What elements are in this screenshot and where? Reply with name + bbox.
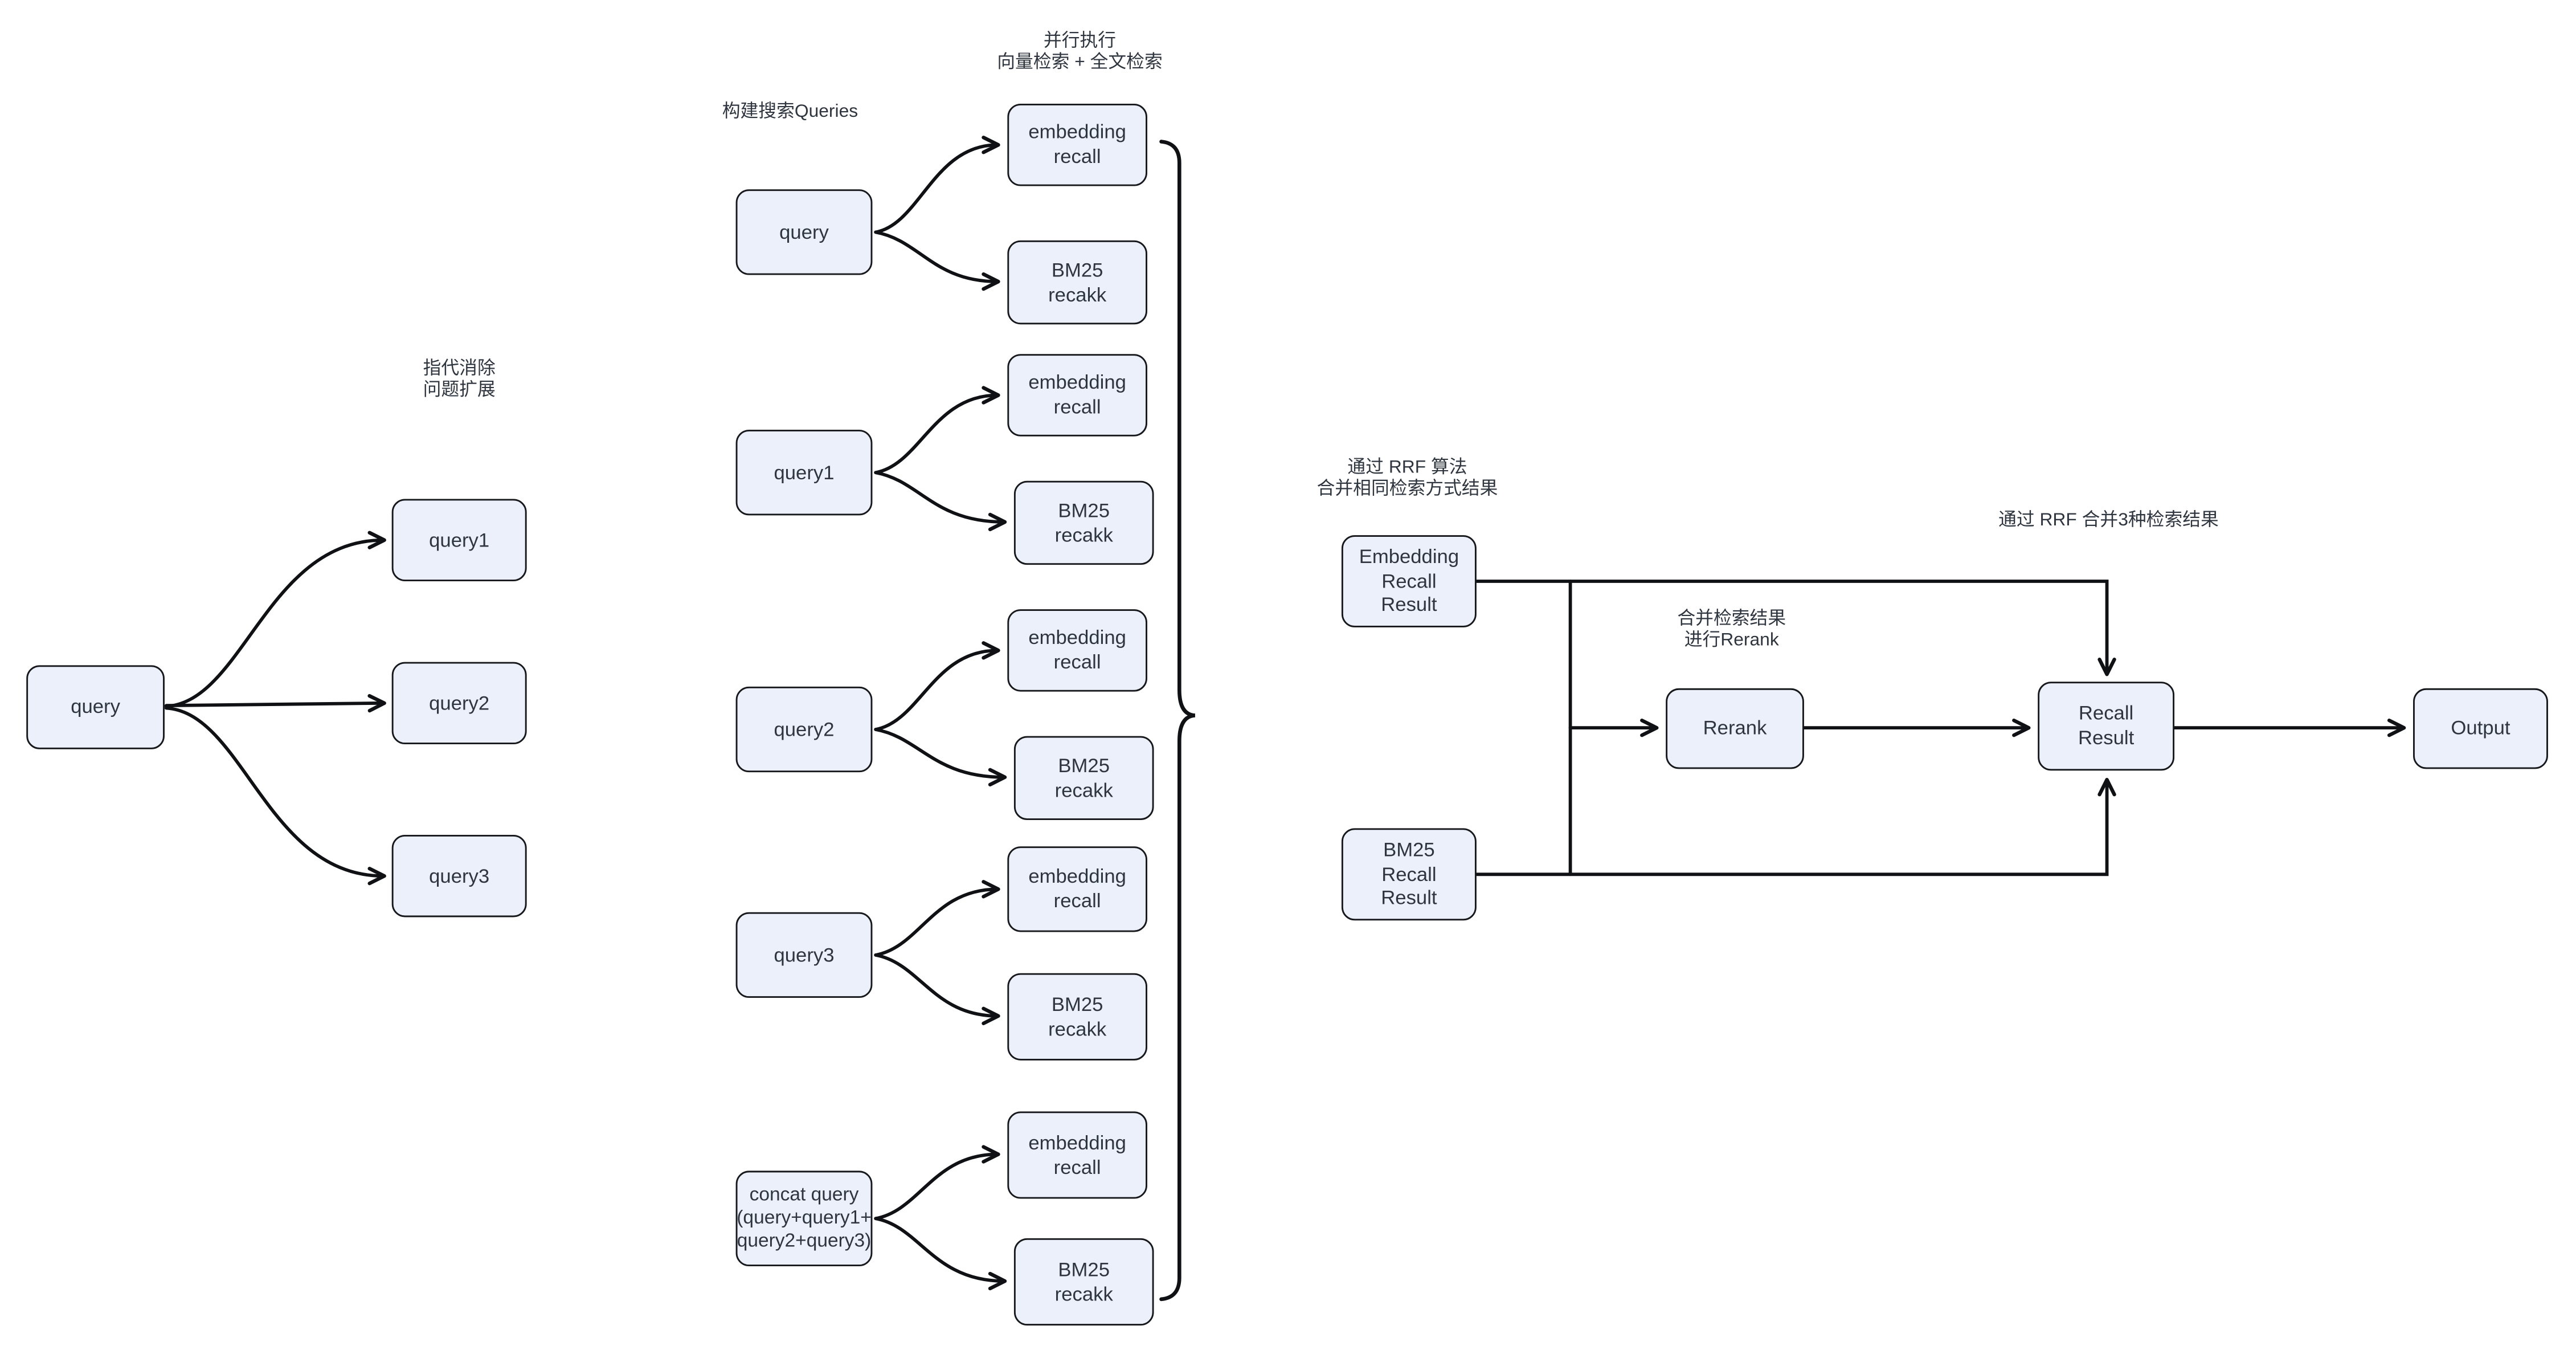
edge-mq1-to-bm2 xyxy=(874,471,1007,532)
node-bm25-recakk-2: BM25 recakk xyxy=(1013,480,1154,565)
edge-query-to-query3 xyxy=(164,706,386,886)
edge-mq2-to-bm3 xyxy=(874,728,1007,787)
node-query3: query3 xyxy=(391,834,527,917)
node-query: query xyxy=(26,665,165,749)
label-rrf-merge3: 通过 RRF 合并3种检索结果 xyxy=(1998,510,2219,531)
node-query2: query2 xyxy=(391,662,527,745)
label-coref-expand: 指代消除 问题扩展 xyxy=(423,358,496,401)
edge-query-to-query1 xyxy=(164,531,386,708)
node-mid-query1: query1 xyxy=(735,430,873,516)
node-bm25-recakk-4: BM25 recakk xyxy=(1007,973,1147,1061)
edge-mq3-to-emb4 xyxy=(874,880,1000,957)
node-bm25-recakk-5: BM25 recakk xyxy=(1013,1238,1154,1326)
node-output: Output xyxy=(2413,688,2548,769)
node-query1: query1 xyxy=(391,499,527,581)
edge-concat-to-emb5 xyxy=(874,1145,1000,1221)
edge-mquery-to-emb1 xyxy=(874,136,1000,234)
node-embedding-recall-1: embedding recall xyxy=(1007,104,1147,186)
edge-embresult-to-recalltop xyxy=(1474,580,2116,676)
node-bm25-recall-result: BM25 Recall Result xyxy=(1341,828,1477,921)
edge-mq1-to-emb2 xyxy=(874,386,1000,475)
node-embedding-recall-result: Embedding Recall Result xyxy=(1341,535,1477,627)
node-mid-query2: query2 xyxy=(735,686,873,773)
node-mid-query: query xyxy=(735,189,873,275)
edge-concat-to-bm5 xyxy=(874,1217,1007,1291)
node-bm25-recakk-3: BM25 recakk xyxy=(1013,736,1154,820)
node-rerank: Rerank xyxy=(1666,688,1804,769)
label-merge-rerank: 合并检索结果 进行Rerank xyxy=(1677,609,1786,651)
node-embedding-recall-4: embedding recall xyxy=(1007,846,1147,932)
node-concat-query: concat query (query+query1+ query2+query… xyxy=(735,1171,873,1267)
node-embedding-recall-2: embedding recall xyxy=(1007,354,1147,437)
edge-mquery-to-bm1 xyxy=(874,230,1000,291)
edge-bm25result-to-recallbottom xyxy=(1474,777,2116,876)
brace xyxy=(1159,140,1196,1302)
label-build-queries: 构建搜索Queries xyxy=(722,102,858,122)
label-rrf-same: 通过 RRF 算法 合并相同检索方式结果 xyxy=(1316,458,1498,500)
node-embedding-recall-3: embedding recall xyxy=(1007,609,1147,692)
node-recall-result: Recall Result xyxy=(2038,682,2175,771)
node-embedding-recall-5: embedding recall xyxy=(1007,1111,1147,1199)
node-mid-query3: query3 xyxy=(735,912,873,998)
node-bm25-recakk-1: BM25 recakk xyxy=(1007,240,1147,325)
edge-mq3-to-bm4 xyxy=(874,953,1000,1025)
edge-mq2-to-emb3 xyxy=(874,641,1000,731)
label-parallel-exec: 并行执行 向量检索 + 全文检索 xyxy=(997,31,1163,73)
edge-query-to-query2 xyxy=(164,694,386,713)
